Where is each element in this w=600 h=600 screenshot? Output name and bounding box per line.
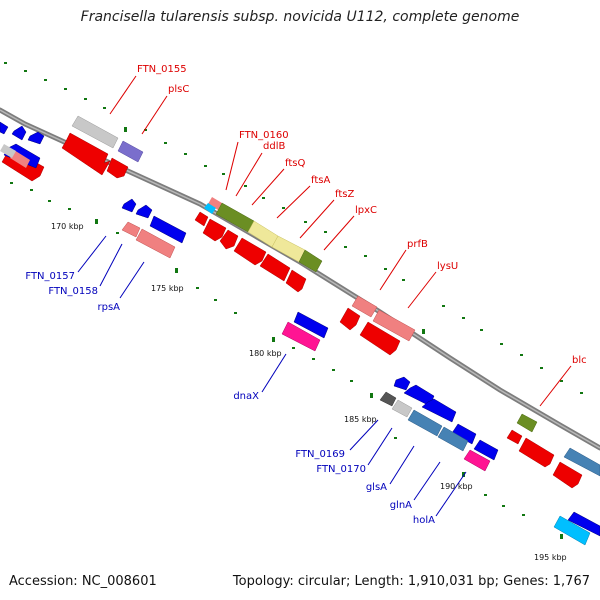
label-plsc: plsC [168,84,189,95]
label-hola: holA [413,515,435,526]
label-lysu: lysU [437,261,458,272]
label-blc: blc [572,355,587,366]
label-rpsa: rpsA [97,302,120,313]
gene-blc[interactable] [516,413,538,433]
genome-title: Francisella tularensis subsp. novicida U… [80,9,520,25]
gene-glna[interactable] [437,426,469,452]
gene-glsa[interactable] [407,409,443,437]
label-ddlb: ddlB [263,141,285,152]
reverse-genes-blue [0,121,600,537]
gene-ftn0169[interactable] [379,391,397,407]
tick-label-170: 170 kbp [51,222,84,231]
other-reverse-genes [0,144,600,546]
tick-dots-inner [10,182,563,539]
label-ftn0160: FTN_0160 [239,130,289,141]
gene-hola[interactable] [463,449,491,472]
accession-text: Accession: NC_008601 [9,574,157,589]
label-lpxc: lpxC [355,205,377,216]
label-ftn0155: FTN_0155 [137,64,187,75]
label-glna: glnA [390,500,412,511]
tick-label-195: 195 kbp [534,553,567,562]
label-prfb: prfB [407,239,428,250]
tick-label-175: 175 kbp [151,284,184,293]
gene-prfb[interactable] [351,295,378,318]
tick-dots-outer [4,62,583,394]
tick-label-185: 185 kbp [344,415,377,424]
label-ftsq: ftsQ [285,158,305,169]
gene-ftsz[interactable] [298,249,323,273]
gene-lysu[interactable] [372,309,416,342]
gene-plsc[interactable] [117,140,144,163]
gene-ftn0170[interactable] [391,399,413,418]
label-ftn0170: FTN_0170 [316,464,366,475]
leader-lines-forward [109,75,572,407]
gene-ftn0160[interactable] [208,197,222,210]
tick-label-190: 190 kbp [440,482,473,491]
label-ftsa: ftsA [311,175,330,186]
label-ftn0158: FTN_0158 [48,286,98,297]
tick-label-180: 180 kbp [249,349,282,358]
gene-ftn0155[interactable] [71,115,119,149]
genome-stats-text: Topology: circular; Length: 1,910,031 bp… [232,574,590,589]
gene-dnax[interactable] [281,321,321,352]
label-ftn0157: FTN_0157 [25,271,75,282]
gene-rpsa[interactable] [121,221,176,259]
label-glsa: glsA [366,482,387,493]
label-dnax: dnaX [233,391,259,402]
label-ftn0169: FTN_0169 [295,449,345,460]
forward-genes-red [1,132,583,489]
label-ftsz: ftsZ [335,189,354,200]
leader-lines-reverse [77,235,467,517]
